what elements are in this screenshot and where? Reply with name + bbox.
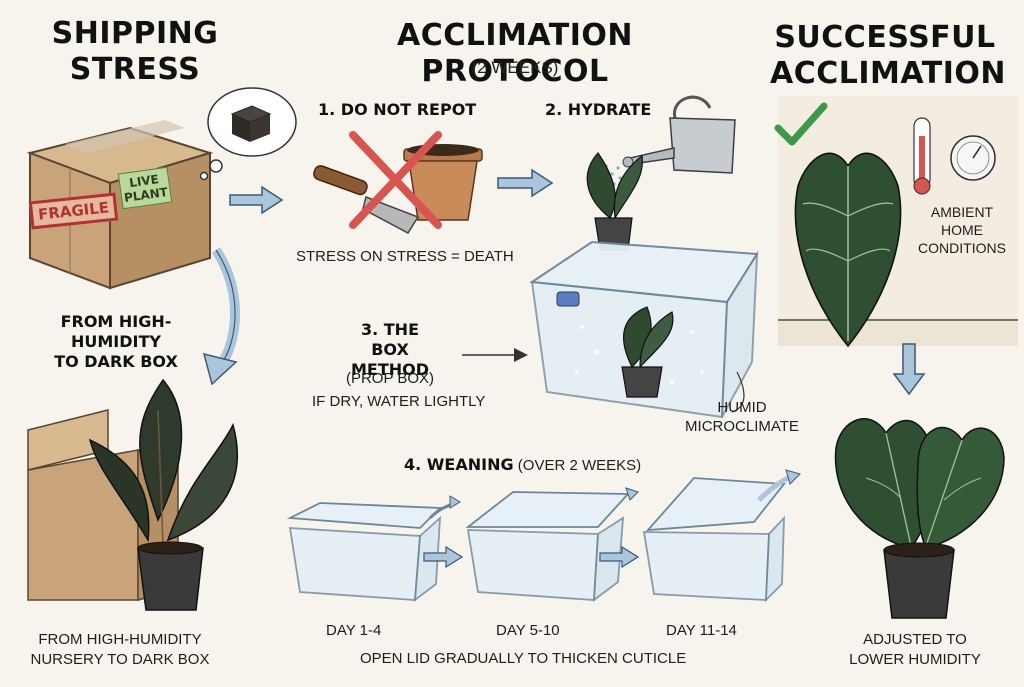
- shipping-stress-title: SHIPPING STRESS: [51, 16, 219, 87]
- step2-label: 2. HYDRATE: [545, 100, 652, 119]
- wean-box-day5: [465, 487, 639, 602]
- weaning-note: OPEN LID GRADUALLY TO THICKEN CUTICLE: [360, 650, 687, 667]
- wean-box-day11: [642, 469, 801, 603]
- wean-box-day1: [286, 495, 461, 602]
- prop-box-illustration: [529, 240, 759, 419]
- arrow-right-icon: [497, 168, 554, 198]
- shipping-caption: FROM HIGH-HUMIDITY TO DARK BOX: [54, 312, 178, 371]
- arrow-right-icon: [462, 348, 528, 362]
- step3-label: 3. THE BOX METHOD: [350, 320, 430, 379]
- acclimation-protocol-title: ACCLIMATION PROTOCOL: [396, 18, 633, 89]
- open-box-with-plant-illustration: [27, 378, 238, 611]
- ambient-conditions-label: AMBIENT HOME CONDITIONS: [918, 204, 1006, 256]
- day-label-1: DAY 1-4: [326, 622, 382, 639]
- step1-label: 1. DO NOT REPOT: [318, 100, 477, 119]
- arrow-right-icon: [599, 545, 640, 569]
- arrow-right-icon: [229, 185, 284, 215]
- live-plant-sticker: LIVE PLANT: [117, 166, 173, 210]
- thought-bubble: [199, 87, 297, 181]
- step4-label: 4. WEANING (OVER 2 WEEKS): [404, 455, 642, 474]
- adjusted-caption: ADJUSTED TO LOWER HUMIDITY: [849, 631, 981, 668]
- stress-warning: STRESS ON STRESS = DEATH: [296, 248, 514, 265]
- day-label-2: DAY 5-10: [496, 622, 560, 639]
- successful-acclimation-title: SUCCESSFUL ACCLIMATION: [770, 20, 1007, 91]
- day-label-3: DAY 11-14: [666, 622, 737, 639]
- hydrate-illustration: [586, 95, 736, 251]
- healthy-plant-illustration: [834, 418, 1005, 619]
- arrow-down-icon: [892, 343, 926, 396]
- do-not-repot-illustration: [313, 131, 483, 234]
- nursery-caption: FROM HIGH-HUMIDITY NURSERY TO DARK BOX: [30, 631, 210, 668]
- arrow-right-icon: [423, 545, 464, 569]
- acclimated-leaf-illustration: [778, 96, 1018, 348]
- prop-box-note: (PROP BOX): [345, 370, 435, 387]
- humid-microclimate-label: HUMID MICROCLIMATE: [685, 399, 799, 435]
- protocol-duration: (2 WEEKS): [471, 58, 559, 77]
- checkmark-icon: [774, 102, 828, 146]
- curved-arrow-down-icon: [202, 247, 240, 386]
- watering-note: IF DRY, WATER LIGHTLY: [312, 393, 486, 410]
